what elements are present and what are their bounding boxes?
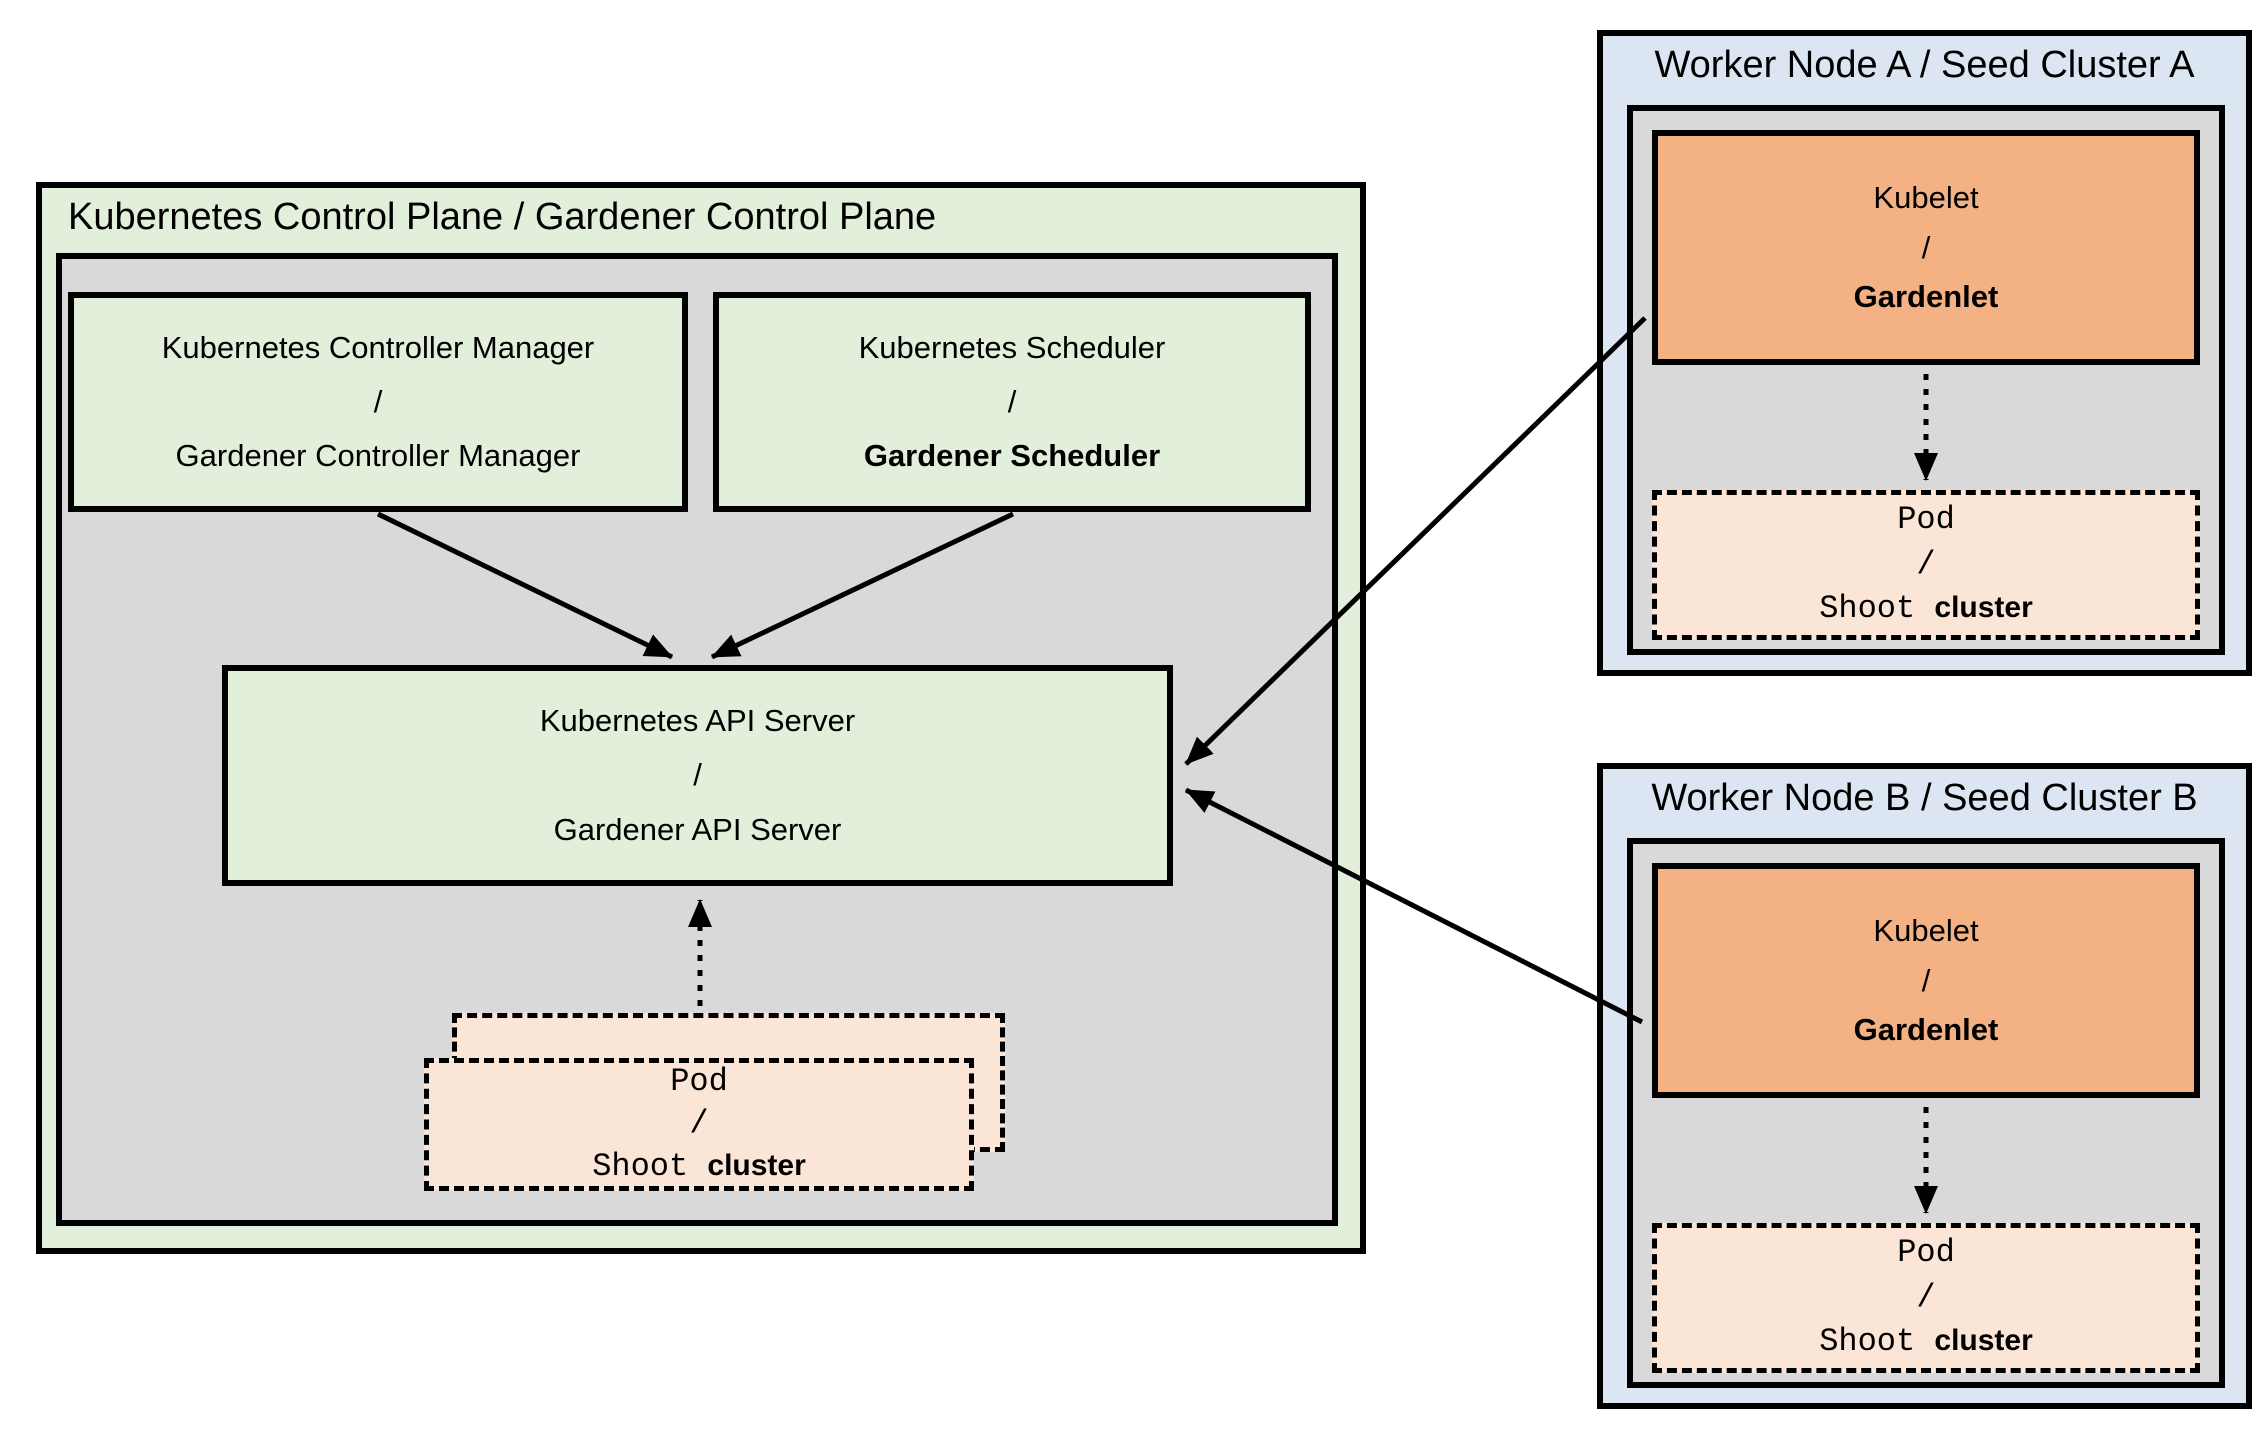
scheduler-gardener-line: Gardener Scheduler bbox=[863, 438, 1161, 474]
pod-b-shoot-cluster-line: Shoot cluster bbox=[1819, 1320, 2033, 1365]
worker-a-title: Worker Node A / Seed Cluster A bbox=[1654, 44, 2195, 86]
pod-a-separator: / bbox=[1916, 545, 1936, 583]
control-plane-title: Kubernetes Control Plane / Gardener Cont… bbox=[68, 196, 937, 238]
controller-manager-separator: / bbox=[373, 383, 383, 419]
controller-manager-gardener-line: Gardener Controller Manager bbox=[175, 438, 581, 474]
kubelet-b-box: Kubelet / Gardenlet bbox=[1652, 863, 2200, 1098]
kubelet-b-separator: / bbox=[1921, 962, 1931, 998]
pod-a-cluster-word: cluster bbox=[1934, 591, 2033, 625]
kubelet-a-gardener-line: Gardenlet bbox=[1853, 279, 1999, 315]
kubelet-a-kubernetes-line: Kubelet bbox=[1873, 180, 1979, 216]
api-server-box: Kubernetes API Server / Gardener API Ser… bbox=[222, 665, 1173, 886]
shoot-word: Shoot bbox=[592, 1147, 689, 1185]
kubelet-a-separator: / bbox=[1921, 229, 1931, 265]
pod-b-label: Pod / Shoot cluster bbox=[1657, 1228, 2195, 1368]
controller-manager-kubernetes-line: Kubernetes Controller Manager bbox=[161, 329, 595, 365]
pod-b-cluster-word: cluster bbox=[1934, 1324, 2033, 1358]
kubelet-b-kubernetes-line: Kubelet bbox=[1873, 913, 1979, 949]
pod-b-shoot-word: Shoot bbox=[1819, 1323, 1916, 1361]
cluster-word: cluster bbox=[707, 1148, 806, 1182]
pod-a-line: Pod bbox=[1897, 500, 1955, 538]
pod-a-shoot-cluster-line: Shoot cluster bbox=[1819, 587, 2033, 632]
pod-a-shoot-word: Shoot bbox=[1819, 590, 1916, 628]
api-server-gardener-line: Gardener API Server bbox=[553, 811, 842, 847]
api-server-label: Kubernetes API Server / Gardener API Ser… bbox=[228, 671, 1167, 880]
kubelet-a-box: Kubelet / Gardenlet bbox=[1652, 130, 2200, 365]
pod-separator: / bbox=[689, 1105, 709, 1143]
controller-manager-box: Kubernetes Controller Manager / Gardener… bbox=[68, 292, 688, 512]
scheduler-kubernetes-line: Kubernetes Scheduler bbox=[858, 329, 1166, 365]
scheduler-box: Kubernetes Scheduler / Gardener Schedule… bbox=[713, 292, 1311, 512]
scheduler-separator: / bbox=[1007, 383, 1017, 419]
scheduler-label: Kubernetes Scheduler / Gardener Schedule… bbox=[719, 298, 1305, 506]
kubelet-a-label: Kubelet / Gardenlet bbox=[1658, 136, 2194, 359]
worker-b-title: Worker Node B / Seed Cluster B bbox=[1651, 777, 2198, 819]
kubelet-b-label: Kubelet / Gardenlet bbox=[1658, 869, 2194, 1092]
api-server-separator: / bbox=[693, 757, 702, 793]
pod-a-label: Pod / Shoot cluster bbox=[1657, 495, 2195, 635]
pod-stack-label: Pod / Shoot cluster bbox=[429, 1063, 969, 1186]
pod-b-separator: / bbox=[1916, 1278, 1936, 1316]
pod-a-box: Pod / Shoot cluster bbox=[1652, 490, 2200, 640]
pod-b-box: Pod / Shoot cluster bbox=[1652, 1223, 2200, 1373]
controller-manager-label: Kubernetes Controller Manager / Gardener… bbox=[74, 298, 682, 506]
pod-stack-front-box: Pod / Shoot cluster bbox=[424, 1058, 974, 1191]
pod-b-line: Pod bbox=[1897, 1233, 1955, 1271]
shoot-cluster-line: Shoot cluster bbox=[592, 1146, 806, 1188]
pod-line: Pod bbox=[670, 1063, 728, 1101]
api-server-kubernetes-line: Kubernetes API Server bbox=[539, 703, 856, 739]
kubelet-b-gardener-line: Gardenlet bbox=[1853, 1012, 1999, 1048]
